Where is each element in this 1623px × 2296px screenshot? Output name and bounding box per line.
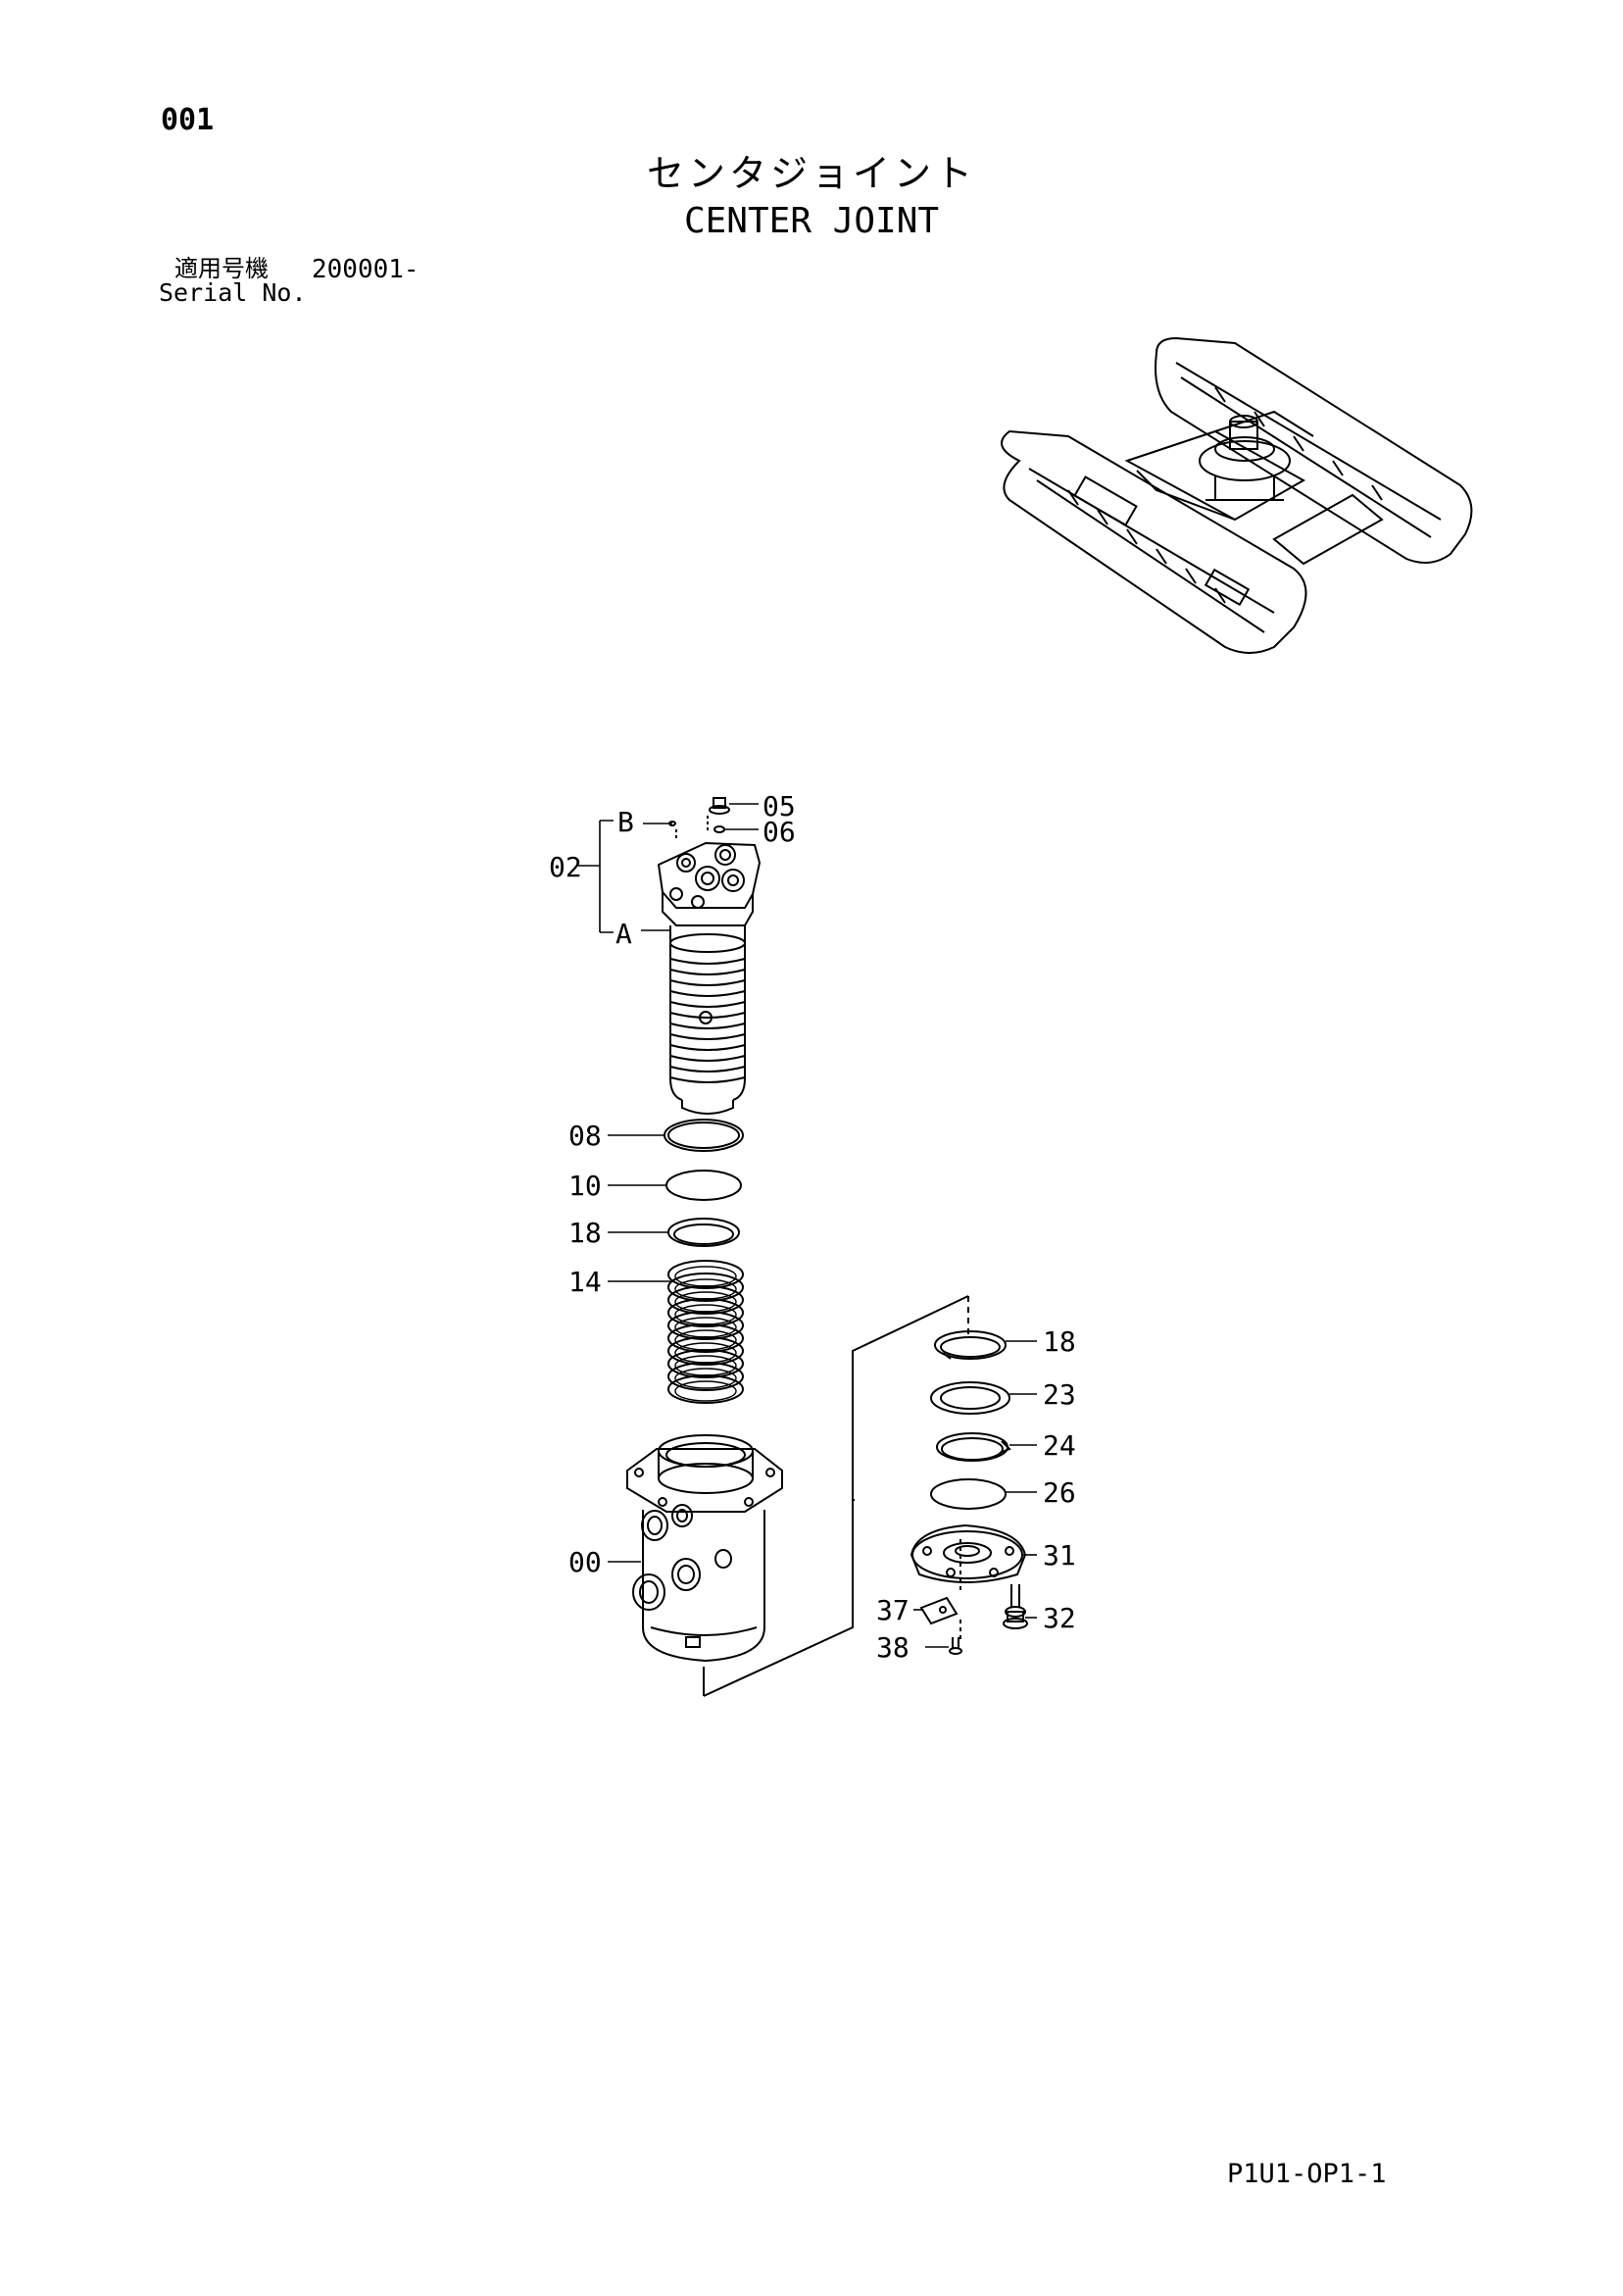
- callout-06: 06: [762, 816, 796, 848]
- spindle-groove: [669, 1055, 746, 1062]
- plate-part-26: [930, 1478, 1007, 1510]
- callout-37: 37: [876, 1594, 910, 1626]
- washer-part-23: [930, 1381, 1010, 1415]
- seal-ring: [667, 1311, 744, 1340]
- callout-A: A: [615, 918, 632, 950]
- spindle-groove: [669, 958, 746, 965]
- serial-label-english: Serial No.: [159, 278, 307, 307]
- spindle-groove: [669, 979, 746, 986]
- callout-18-right: 18: [1043, 1325, 1076, 1358]
- spindle-groove: [669, 1001, 746, 1008]
- seal-ring: [667, 1374, 744, 1404]
- undercarriage-thumbnail: [1001, 336, 1473, 654]
- seal-ring-inner: [674, 1380, 737, 1402]
- seal-ring: [667, 1362, 744, 1391]
- ring-part-18-right: [934, 1330, 1007, 1360]
- snap-ring-part-24: [936, 1432, 1011, 1462]
- callout-24: 24: [1043, 1429, 1076, 1462]
- callout-18-left: 18: [568, 1217, 602, 1249]
- seal-ring: [667, 1260, 744, 1289]
- bolt-part-32: [1003, 1584, 1028, 1629]
- plate-part-10: [665, 1170, 742, 1201]
- serial-range: 200001-: [312, 255, 419, 284]
- spindle-groove: [669, 1012, 746, 1019]
- callout-32: 32: [1043, 1602, 1076, 1634]
- spindle-groove: [669, 990, 746, 997]
- callout-31: 31: [1043, 1539, 1076, 1572]
- callout-23: 23: [1043, 1378, 1076, 1411]
- callout-05: 05: [762, 790, 796, 823]
- spindle-groove: [669, 1066, 746, 1073]
- seal-ring: [667, 1298, 744, 1327]
- page-number: 001: [161, 103, 215, 137]
- callout-labels: 05 06 B A 02 08 10 18 14 00 18 23 24 26 …: [549, 790, 1076, 1664]
- spindle-groove: [669, 1033, 746, 1040]
- seal-ring: [667, 1336, 744, 1366]
- footer-code: P1U1-OP1-1: [1227, 2159, 1387, 2189]
- spindle-groove: [669, 969, 746, 975]
- o-ring-part-06: [668, 821, 725, 833]
- callout-08: 08: [568, 1120, 602, 1152]
- seal-ring-inner: [674, 1368, 737, 1389]
- seal-ring: [667, 1285, 744, 1315]
- callout-10: 10: [568, 1170, 602, 1202]
- ring-part-08: [664, 1119, 744, 1152]
- spindle-part-02: [657, 841, 762, 1115]
- seal-ring: [667, 1323, 744, 1353]
- spindle-groove: [669, 1023, 746, 1029]
- cover-part-31: [910, 1523, 1027, 1583]
- seal-ring: [667, 1349, 744, 1378]
- title-japanese: センタジョイント: [646, 152, 976, 195]
- spindle-groove: [669, 1044, 746, 1051]
- ring-part-18-left: [667, 1218, 740, 1247]
- plug-part-05: [709, 797, 730, 815]
- body-part-00: [626, 1434, 783, 1663]
- callout-26: 26: [1043, 1476, 1076, 1509]
- serial-label-japanese: 適用号機: [174, 255, 269, 282]
- spindle-groove: [669, 1076, 746, 1083]
- plate-part-37: [919, 1596, 959, 1625]
- callout-38: 38: [876, 1631, 910, 1664]
- assembly-guide-lines: [675, 816, 969, 1697]
- callout-00: 00: [568, 1546, 602, 1578]
- spindle-port-hole: [699, 1011, 713, 1024]
- callout-B: B: [617, 806, 634, 838]
- callout-14: 14: [568, 1266, 602, 1298]
- callout-02: 02: [549, 851, 582, 883]
- seal-ring: [667, 1273, 744, 1302]
- title-english: CENTER JOINT: [683, 201, 940, 241]
- leader-lines: [578, 803, 1037, 1648]
- seal-stack-part-14: [667, 1260, 744, 1404]
- spindle-grooves: [669, 958, 746, 1083]
- screw-part-38: [949, 1637, 962, 1655]
